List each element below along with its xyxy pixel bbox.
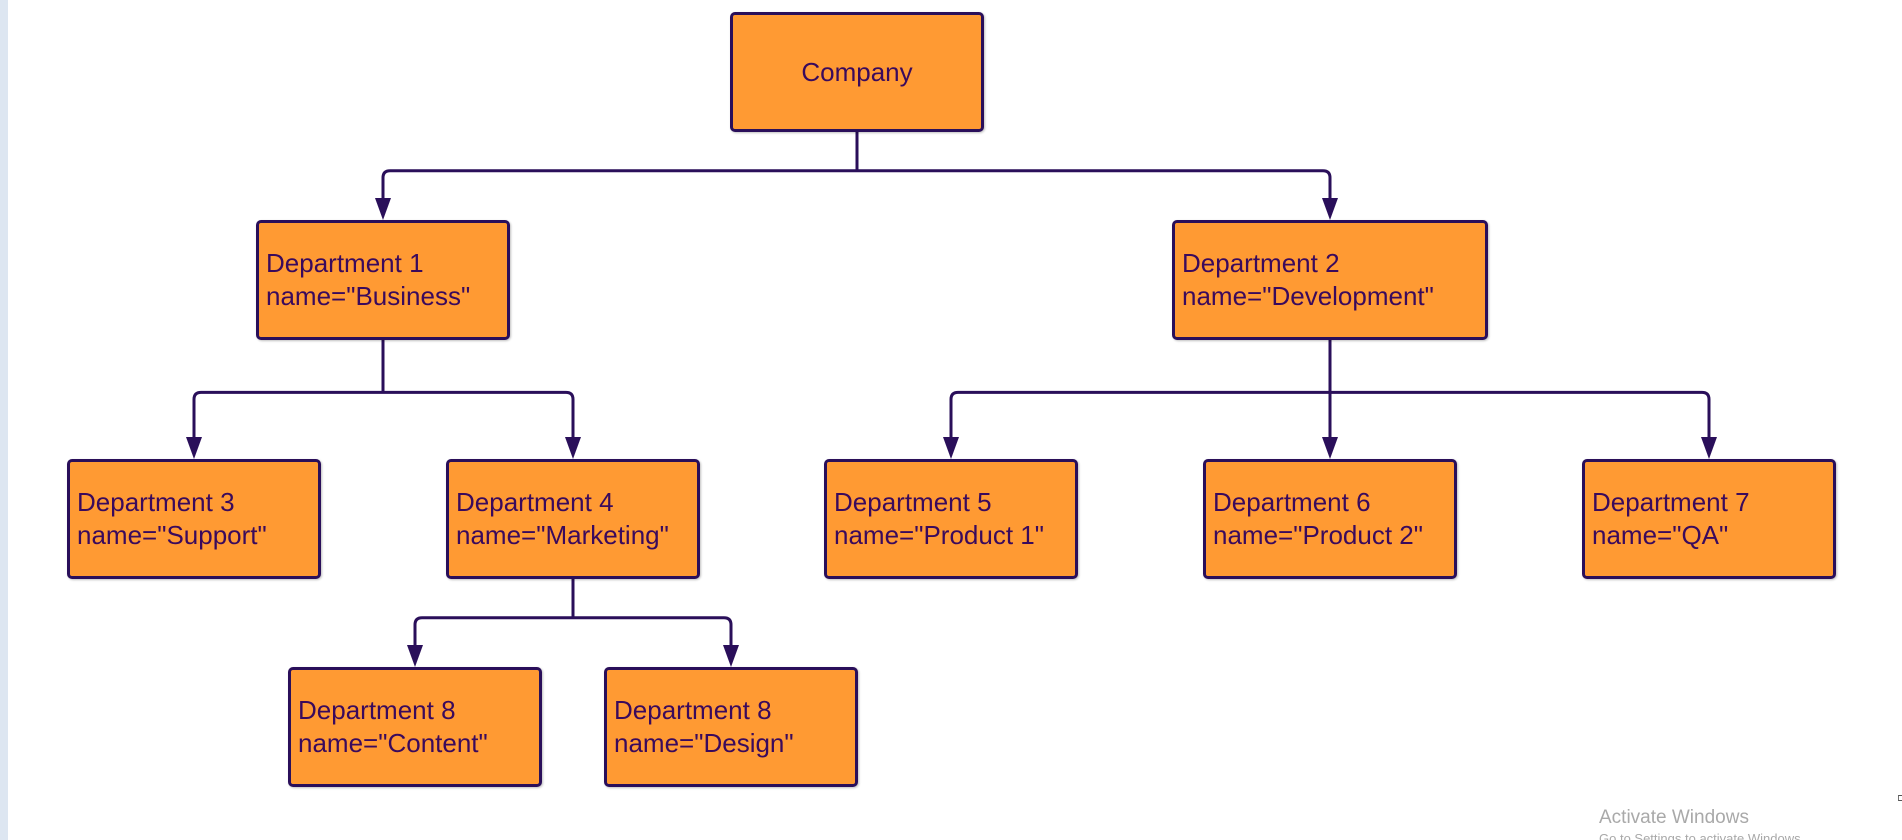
connector-dept4-to-dept8a: [413, 616, 575, 649]
connector-dept2-to-dept7: [1328, 390, 1711, 441]
arrowhead-dept7: [1701, 437, 1717, 459]
arrowhead-dept8b: [723, 645, 739, 667]
arrowhead-dept4: [565, 437, 581, 459]
node-department-6-title: Department 6: [1213, 487, 1371, 517]
node-department-8-design-title: Department 8: [614, 695, 772, 725]
window-left-edge: [0, 0, 8, 840]
node-department-2-title: Department 2: [1182, 248, 1340, 278]
node-department-1-name: name="Business": [266, 281, 471, 311]
node-department-8-content: Department 8 name="Content": [288, 667, 542, 787]
node-department-4-name: name="Marketing": [456, 520, 669, 550]
node-department-4: Department 4 name="Marketing": [446, 459, 700, 579]
node-department-7: Department 7 name="QA": [1582, 459, 1836, 579]
corner-glyph-icon: ⊏: [1897, 793, 1902, 804]
node-department-7-title: Department 7: [1592, 487, 1750, 517]
activate-windows-subtitle: Go to Settings to activate Windows.: [1599, 831, 1805, 840]
arrowhead-dept5: [943, 437, 959, 459]
node-department-5-title: Department 5: [834, 487, 992, 517]
node-department-2-name: name="Development": [1182, 281, 1434, 311]
node-department-3-title: Department 3: [77, 487, 235, 517]
node-department-8-content-title: Department 8: [298, 695, 456, 725]
node-department-5: Department 5 name="Product 1": [824, 459, 1078, 579]
node-department-8-design: Department 8 name="Design": [604, 667, 858, 787]
node-department-6: Department 6 name="Product 2": [1203, 459, 1457, 579]
connector-dept1-to-dept4: [381, 390, 575, 441]
activate-windows-title: Activate Windows: [1599, 807, 1749, 828]
node-department-7-name: name="QA": [1592, 520, 1729, 550]
node-department-1: Department 1 name="Business": [256, 220, 510, 340]
node-department-1-title: Department 1: [266, 248, 424, 278]
connector-company-to-dept2: [855, 169, 1332, 202]
node-department-5-name: name="Product 1": [834, 520, 1044, 550]
connector-company-to-dept1: [381, 169, 859, 202]
node-department-6-name: name="Product 2": [1213, 520, 1423, 550]
node-department-4-title: Department 4: [456, 487, 614, 517]
node-department-8-design-name: name="Design": [614, 728, 794, 758]
connector-dept1-to-dept3: [192, 390, 385, 441]
arrowhead-dept8a: [407, 645, 423, 667]
arrowhead-dept2: [1322, 198, 1338, 220]
node-company: Company: [730, 12, 984, 132]
node-department-8-content-name: name="Content": [298, 728, 488, 758]
node-department-3: Department 3 name="Support": [67, 459, 321, 579]
arrowhead-dept1: [375, 198, 391, 220]
connector-dept2-to-dept5: [949, 390, 1332, 441]
node-department-2: Department 2 name="Development": [1172, 220, 1488, 340]
node-company-label: Company: [801, 56, 913, 87]
arrowhead-dept6: [1322, 437, 1338, 459]
arrowhead-dept3: [186, 437, 202, 459]
connector-dept4-to-dept8b: [571, 616, 733, 649]
node-department-3-name: name="Support": [77, 520, 267, 550]
